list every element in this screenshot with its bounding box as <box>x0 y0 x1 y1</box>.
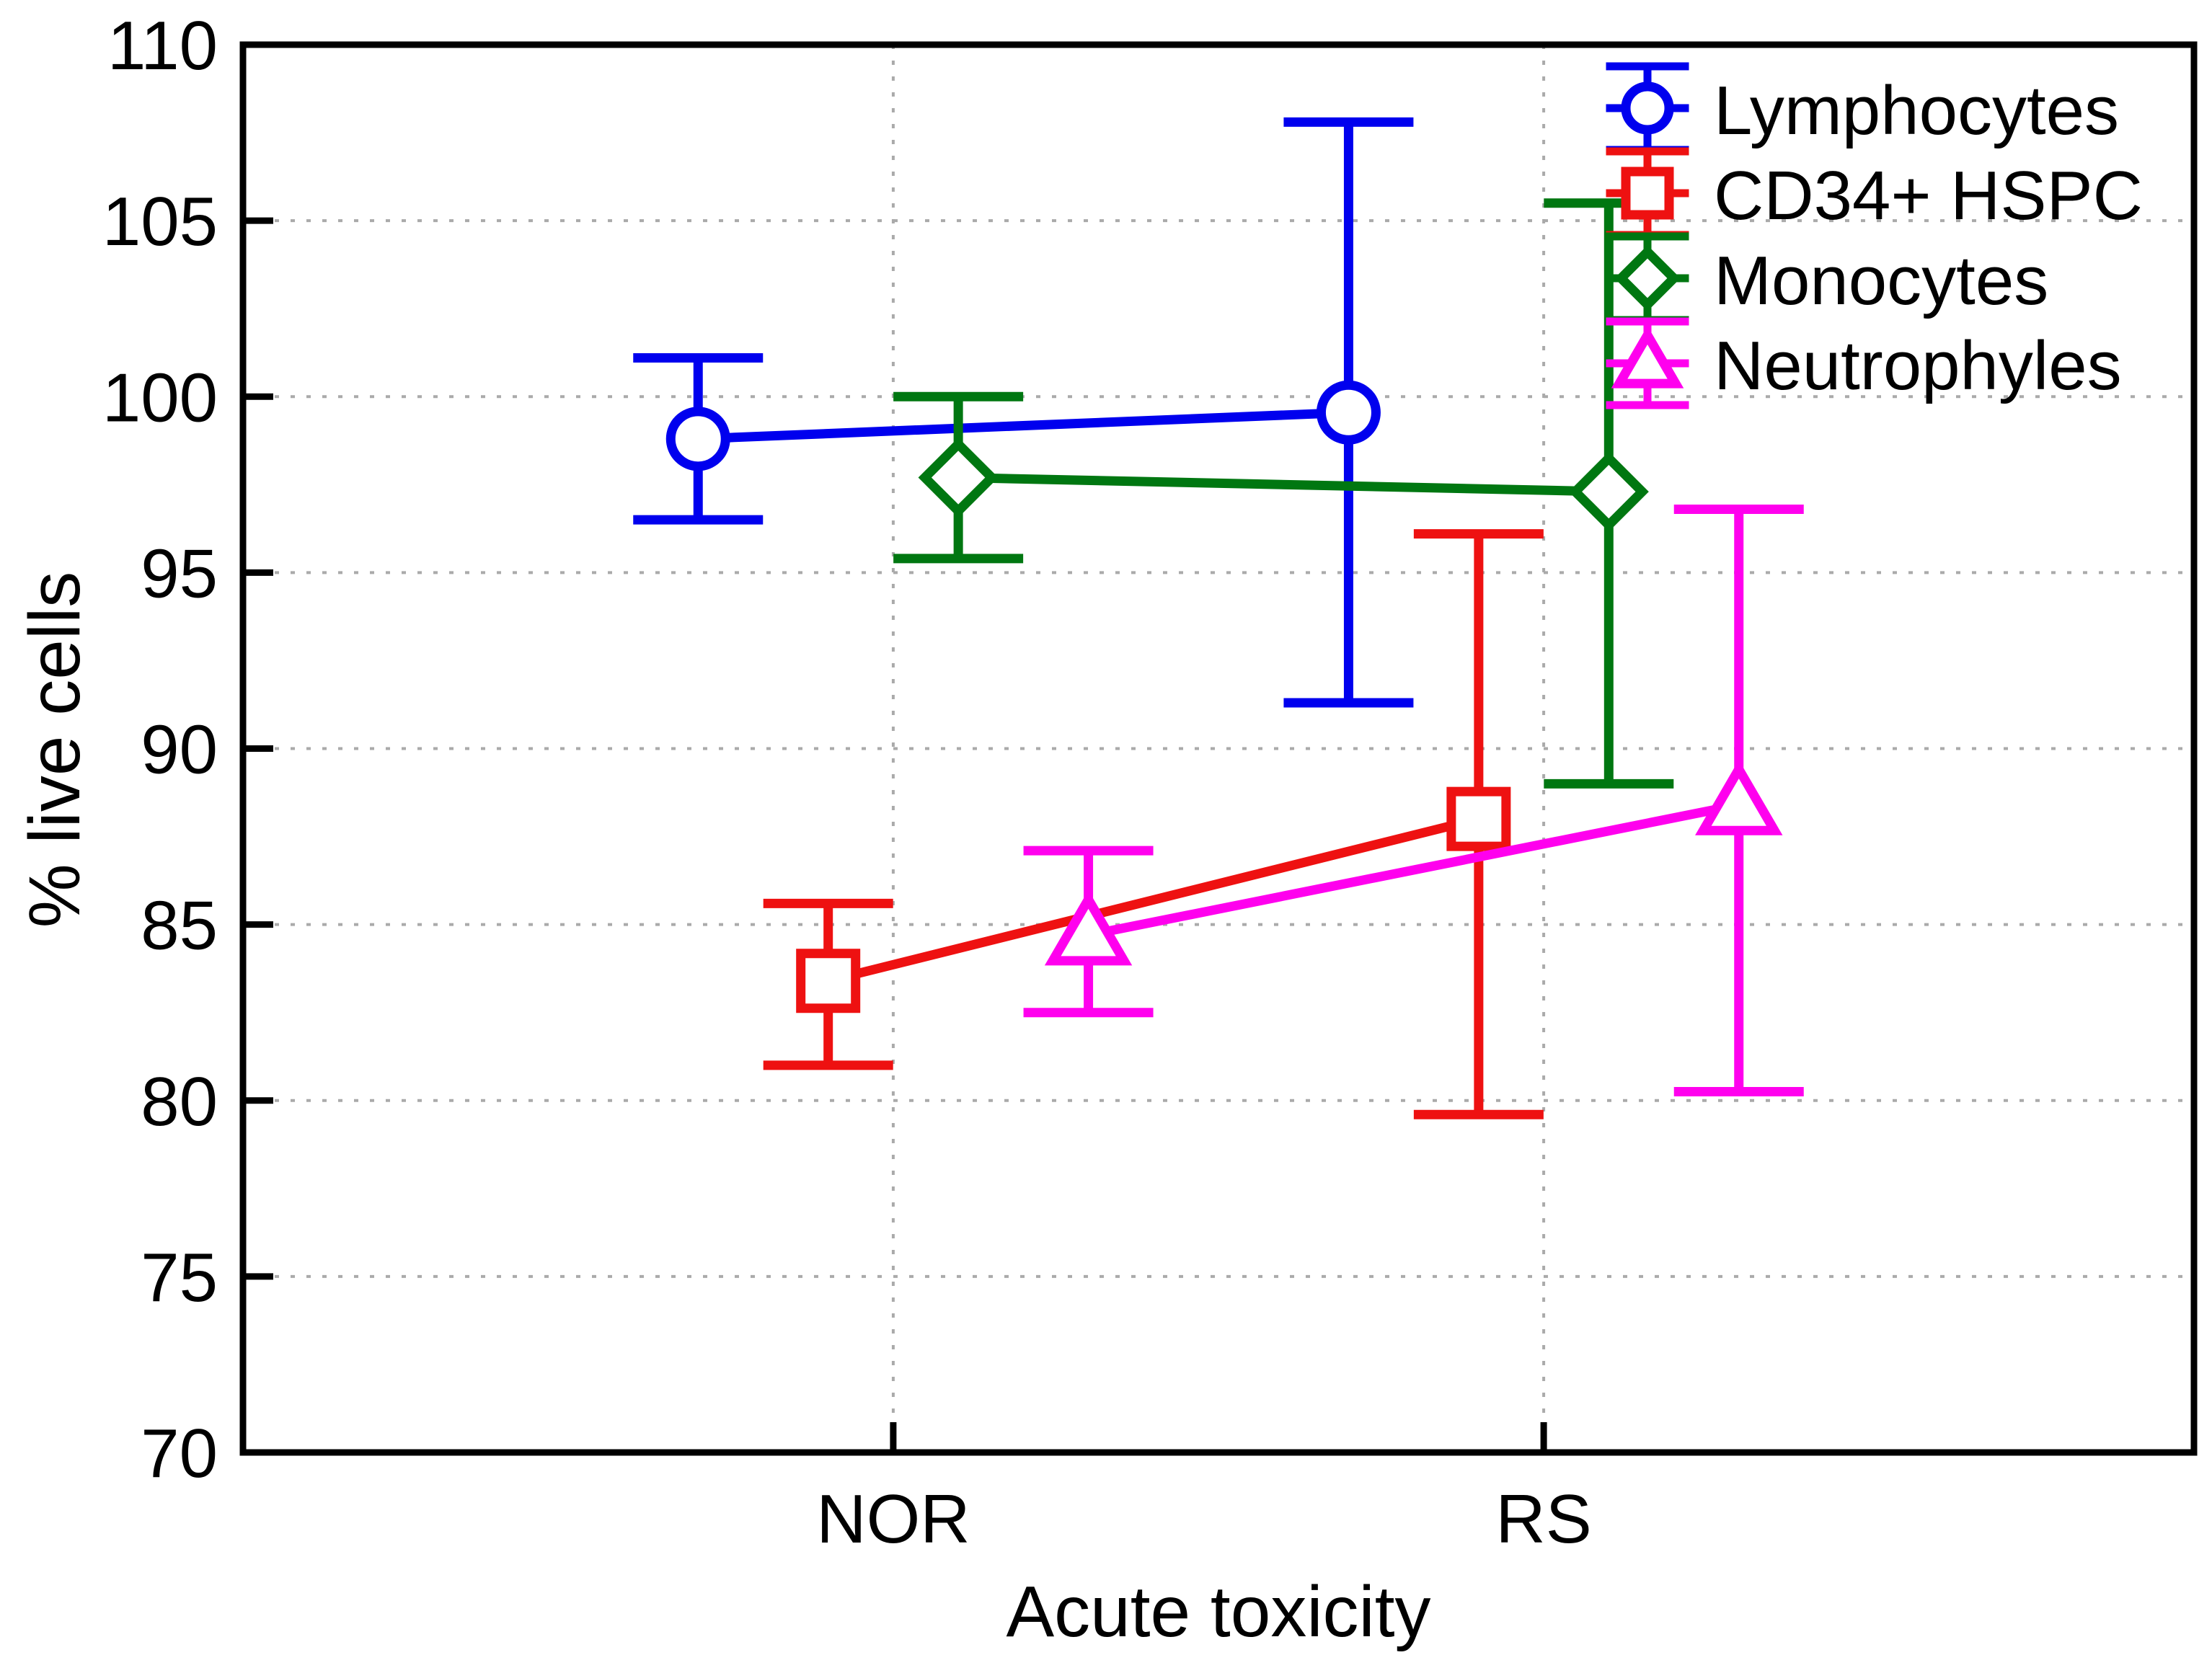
y-axis-tick-label: 75 <box>141 1239 218 1316</box>
x-axis-title: Acute toxicity <box>1006 1571 1430 1652</box>
legend-item-label: Neutrophyles <box>1714 327 2122 404</box>
series-lymphocytes <box>633 117 1414 708</box>
legend-item-lymphocytes[interactable]: Lymphocytes <box>1606 62 2120 154</box>
y-axis-tick-label: 100 <box>102 359 218 436</box>
x-axis-ticks <box>890 1422 1547 1452</box>
y-axis-tick-label: 105 <box>102 183 218 260</box>
legend-item-label: CD34+ HSPC <box>1714 157 2143 234</box>
y-axis-tick-label: 90 <box>141 711 218 789</box>
data-point-square-marker <box>1446 786 1511 851</box>
y-axis-tick-label: 85 <box>141 887 218 964</box>
data-point-circle-marker <box>665 407 730 471</box>
x-axis-tick-label: NOR <box>816 1481 970 1558</box>
legend-item-label: Lymphocytes <box>1714 72 2119 149</box>
data-point-diamond-marker <box>1614 245 1681 311</box>
y-axis-ticks <box>243 217 273 1280</box>
legend-item-label: Monocytes <box>1714 242 2048 319</box>
series-line <box>1087 800 1740 940</box>
data-point-circle-marker <box>1621 81 1674 135</box>
y-axis-title: % live cells <box>14 572 95 928</box>
data-point-diamond-marker <box>918 437 999 518</box>
data-point-circle-marker <box>1316 380 1381 445</box>
series-cd34-hspc <box>763 529 1544 1119</box>
data-point-triangle-marker <box>1044 889 1133 966</box>
y-axis-tick-label: 80 <box>141 1063 218 1140</box>
x-axis-tick-label: RS <box>1495 1481 1591 1558</box>
data-point-square-marker <box>796 949 861 1013</box>
series-line <box>827 814 1480 986</box>
data-point-triangle-marker <box>1611 326 1684 389</box>
x-axis-tick-labels: NOR RS <box>816 1481 1592 1558</box>
series-line <box>697 407 1349 444</box>
legend-item-neutrophyles[interactable]: Neutrophyles <box>1606 317 2122 409</box>
legend-item-cd34-hspc[interactable]: CD34+ HSPC <box>1606 147 2143 239</box>
series-neutrophyles <box>1023 504 1804 1097</box>
legend-item-monocytes[interactable]: Monocytes <box>1606 232 2049 324</box>
y-axis-tick-label: 95 <box>141 535 218 612</box>
data-point-triangle-marker <box>1695 760 1783 835</box>
y-axis-tick-label: 110 <box>107 7 218 84</box>
data-series-layer <box>633 117 1804 1119</box>
series-line <box>957 473 1609 497</box>
series-monocytes <box>893 198 1674 789</box>
data-point-square-marker <box>1621 167 1674 220</box>
y-axis-tick-label: 70 <box>141 1415 218 1492</box>
data-point-diamond-marker <box>1568 451 1649 532</box>
y-axis-tick-labels: 70 75 80 85 90 95 100 105 110 <box>102 7 218 1492</box>
